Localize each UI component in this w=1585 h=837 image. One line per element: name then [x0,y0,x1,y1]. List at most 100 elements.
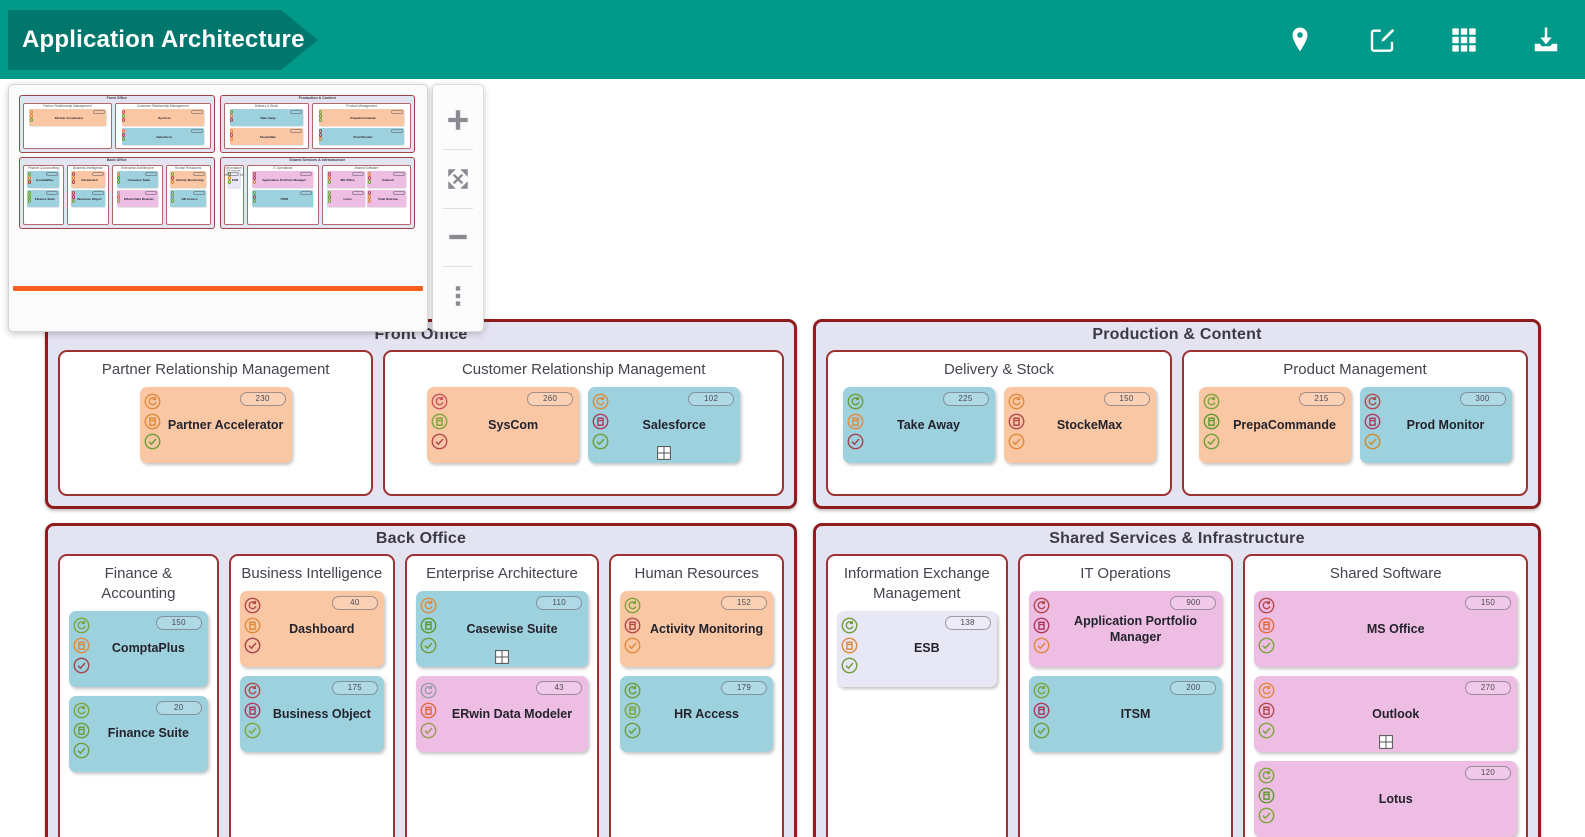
page-title: Application Architecture [22,26,305,53]
minimap-application: Total Defense [367,190,406,207]
zoom-out-button[interactable] [433,209,483,267]
application-badge: 102 [688,391,735,406]
cycle-icon [244,597,261,614]
status-icons [1257,596,1276,655]
minimap-application: Finance Suite [27,190,60,207]
zoom-in-button[interactable] [433,91,483,149]
expand-children-icon[interactable] [1378,734,1393,749]
box-icon [1203,413,1219,430]
minimap-application: Lotus [327,190,366,207]
capability-title: IT Operations [1080,565,1171,582]
minimap-viewport-indicator[interactable] [13,286,423,291]
status-icons [840,616,859,675]
minimap-capability-title: IT Operations [273,165,293,170]
box-icon [592,413,609,430]
box-icon [144,413,161,430]
expand-children-icon[interactable] [495,649,509,664]
status-icons [1257,681,1276,740]
minimap-domain-title: Production & Content [298,96,336,100]
box-icon [1259,617,1275,634]
divider [443,207,473,209]
application-name: Outlook [1372,706,1420,721]
status-icons [623,681,642,740]
cycle-icon [847,393,863,410]
capability-title: Product Management [1283,361,1427,378]
more-options-button[interactable] [433,267,483,325]
capability-title: Enterprise Architecture [426,565,578,582]
expand-children-icon[interactable] [657,445,672,460]
box-icon [841,637,858,654]
application-badge: 270 [1464,680,1511,695]
zoom-fit-button[interactable] [433,150,483,208]
location-pin-icon[interactable] [1283,23,1317,57]
divider [443,148,473,150]
grid-apps-icon[interactable] [1447,23,1481,57]
edit-square-icon[interactable] [1365,23,1399,57]
minimap-capability-title: Shared Software [354,165,379,170]
check-circle-icon [592,433,609,450]
minimap-capability-title: Delivery & Stock [254,103,279,108]
download-icon[interactable] [1529,23,1563,57]
cycle-icon [244,682,261,699]
box-icon [1033,617,1050,634]
app-header: Application Architecture [0,0,1585,79]
application-badge: 138 [944,615,991,630]
check-circle-icon [1203,433,1219,450]
application-name: ComptaPlus [111,641,185,656]
minimap-application: PrepaCommande [318,109,405,126]
application-badge: 200 [1170,680,1217,695]
cycle-icon [624,597,641,614]
check-circle-icon [847,433,863,450]
box-icon [1259,787,1275,804]
check-circle-icon [624,722,641,739]
minimap-application: MS Office [327,171,366,188]
cycle-icon [1008,393,1024,410]
application-name: MS Office [1366,621,1425,636]
box-icon [1259,702,1275,719]
box-icon [1008,413,1024,430]
